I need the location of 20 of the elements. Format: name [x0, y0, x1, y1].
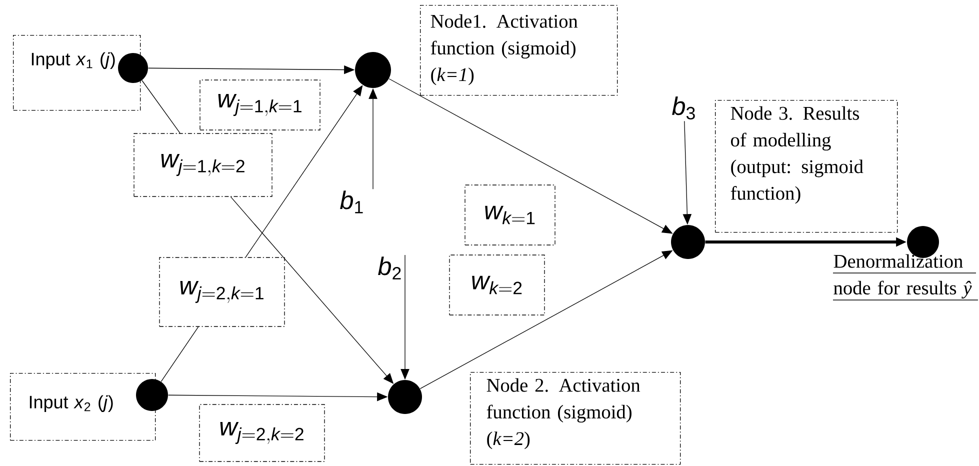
bias-label: $b_{3}$ — [672, 96, 695, 120]
description-box: Node 3. Results of modelling (output: sigmoid function) — [715, 100, 898, 233]
bias-label: $b_{1}$ — [340, 190, 363, 214]
neuron-circle — [671, 225, 705, 259]
bias-label: $b_{2}$ — [378, 256, 401, 280]
node-caption: Denormalization node for results ŷ — [832, 254, 978, 300]
description-box: Node1. Activation function (sigmoid) (k=1) — [420, 5, 618, 96]
weight-box: $w_{j=2, k=2}$ — [199, 404, 325, 462]
description-box: Node 2. Activation function (sigmoid) (k=2) — [470, 372, 681, 465]
weight-box: $w_{k=2}$ — [449, 254, 545, 316]
weight-box: $w_{j=1, k=1}$ — [200, 80, 320, 130]
neuron-circle — [388, 380, 422, 414]
weight-box: $w_{j=1, k=2}$ — [134, 133, 272, 197]
weight-box: $w_{k=1}$ — [464, 184, 556, 246]
weight-box: $w_{j=2, k=1}$ — [159, 257, 285, 327]
input-box: Input x$_{1}$ (j) — [13, 35, 141, 111]
neuron-circle — [355, 52, 391, 88]
neuron-circle — [118, 53, 148, 83]
input-box: Input x$_{2}$ (j) — [10, 373, 156, 441]
neuron-circle — [136, 379, 168, 411]
